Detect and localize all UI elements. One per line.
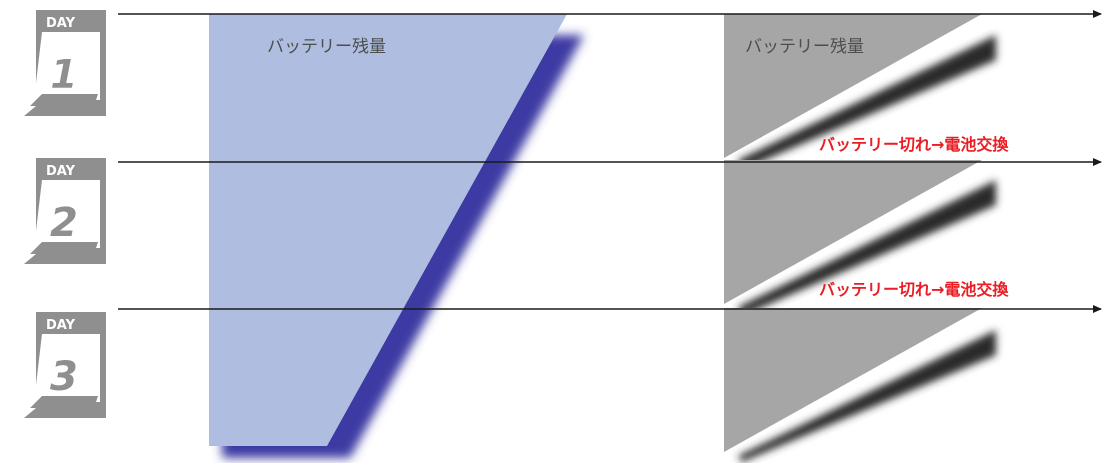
- right-battery-label: バッテリー残量: [745, 37, 864, 57]
- day-tag-3: DAY: [46, 318, 76, 333]
- calendar-icon-day3: DAY 3: [24, 312, 106, 418]
- calendar-icon-day1: DAY 1: [24, 10, 106, 116]
- battery-swap-event-2: バッテリー切れ→電池交換: [819, 280, 1009, 299]
- day-number-1: 1: [50, 52, 78, 98]
- left-battery-fill: [209, 14, 567, 446]
- day-number-2: 2: [50, 200, 78, 246]
- day-number-3: 3: [50, 354, 78, 400]
- right-battery-panel: バッテリー残量 バッテリー切れ→電池交換 バッテリー切れ→電池交換: [724, 14, 1009, 462]
- day-tag-1: DAY: [46, 16, 76, 31]
- battery-swap-event-1: バッテリー切れ→電池交換: [819, 135, 1009, 154]
- timelines: [118, 10, 1102, 313]
- left-battery-panel: バッテリー残量: [209, 14, 584, 458]
- right-battery-shadow-day2: [738, 180, 996, 316]
- left-battery-label: バッテリー残量: [267, 37, 386, 57]
- calendar-icon-day2: DAY 2: [24, 158, 106, 264]
- right-battery-shadow-day3: [738, 330, 996, 462]
- day-tag-2: DAY: [46, 164, 76, 179]
- right-battery-fill-day1: [724, 14, 982, 158]
- right-battery-fill-day2: [724, 160, 982, 304]
- right-battery-shadow-day1: [738, 35, 996, 170]
- right-battery-fill-day3: [724, 308, 982, 452]
